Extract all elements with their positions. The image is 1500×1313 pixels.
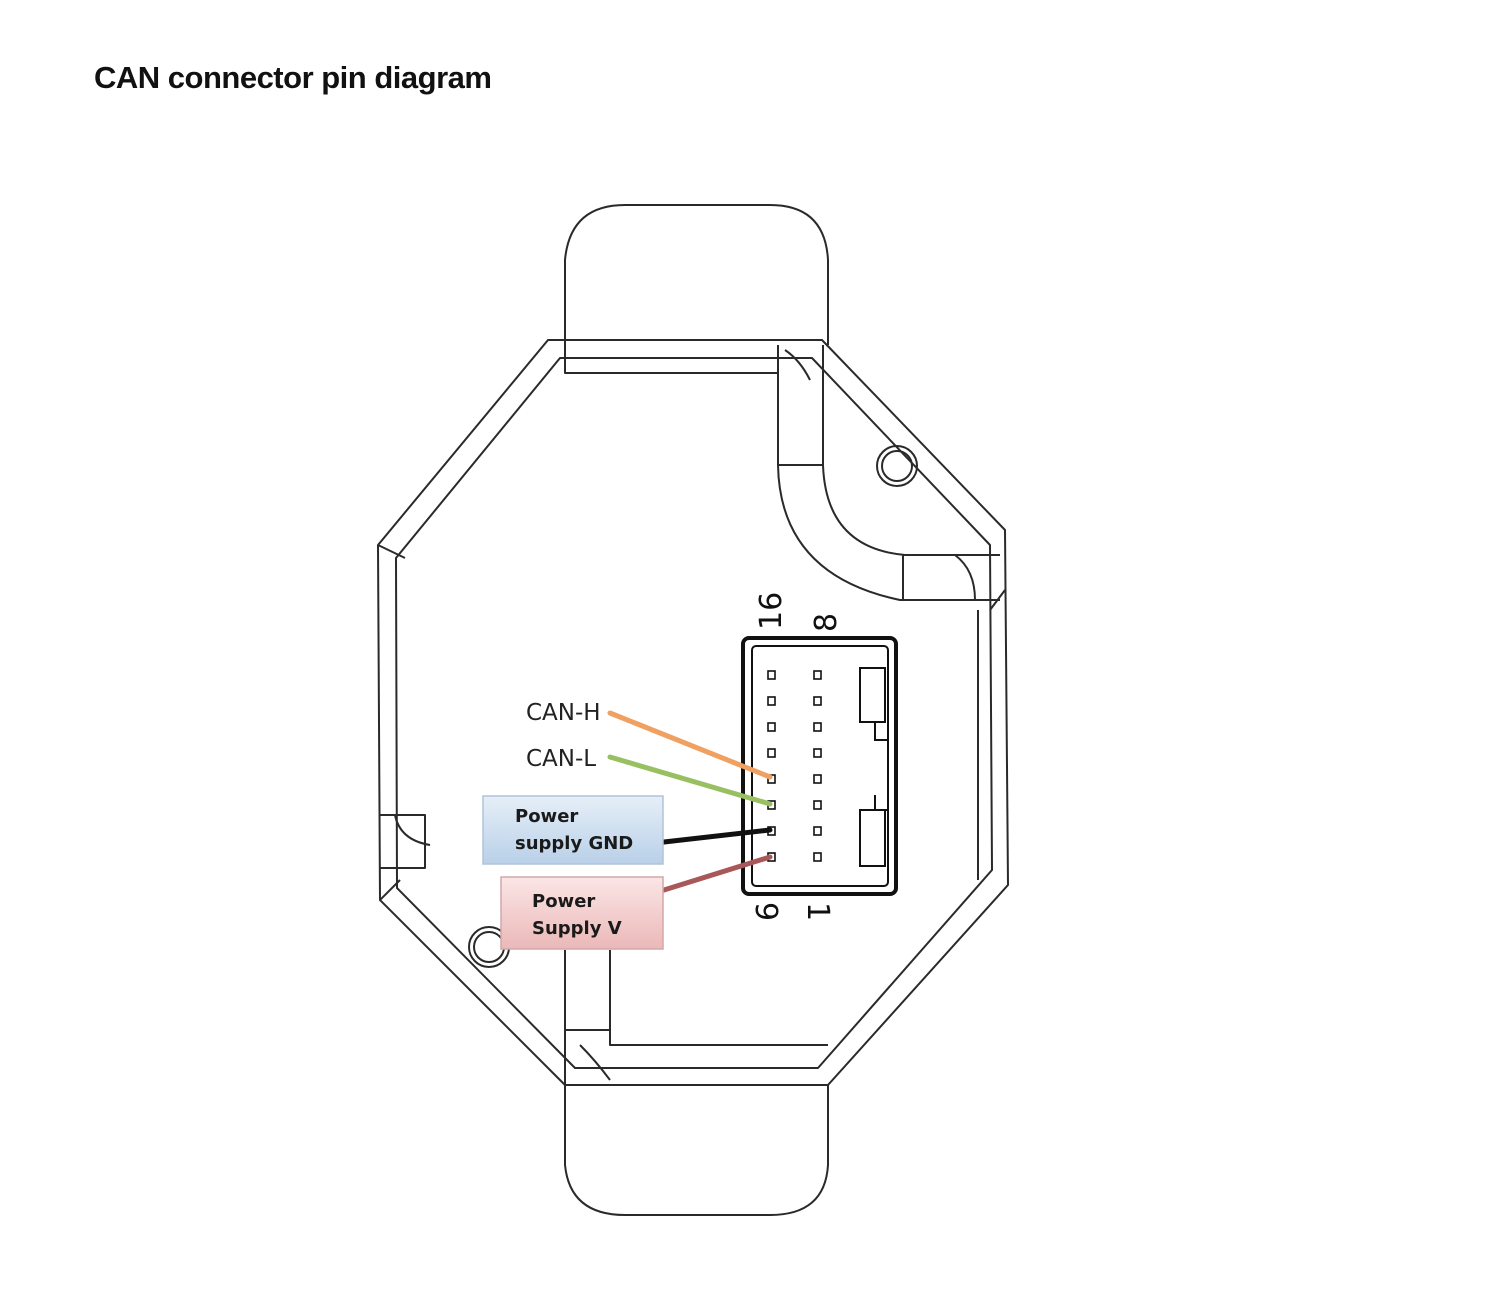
gnd-label-line1: Power xyxy=(515,806,578,827)
housing-outer xyxy=(377,339,1009,1086)
gnd-label-box: Power supply GND xyxy=(482,795,664,865)
groove-top-right xyxy=(777,345,1000,601)
can-h-label: CAN-H xyxy=(526,700,601,726)
v-label-box: Power Supply V xyxy=(500,876,664,950)
housing-inner xyxy=(395,357,993,1069)
can-h-wire xyxy=(607,710,773,780)
v-wire xyxy=(661,854,773,893)
pin-number-1: 1 xyxy=(800,902,835,921)
pin-grid xyxy=(767,670,822,862)
can-connector xyxy=(741,636,898,896)
can-l-label: CAN-L xyxy=(526,746,596,772)
pin-number-16: 16 xyxy=(754,592,789,630)
bottom-strap xyxy=(564,1085,829,1216)
can-l-wire xyxy=(607,754,773,807)
mounting-hole-top-right xyxy=(876,445,918,487)
gnd-wire xyxy=(661,827,773,845)
pin-number-9: 9 xyxy=(748,902,783,921)
v-label-line1: Power xyxy=(532,891,595,912)
gnd-label-line2: supply GND xyxy=(515,833,633,854)
groove-bottom-left xyxy=(380,814,426,869)
top-strap xyxy=(564,204,829,345)
v-label-line2: Supply V xyxy=(532,918,622,939)
pin-number-8: 8 xyxy=(809,613,844,632)
page-title: CAN connector pin diagram xyxy=(94,60,492,95)
